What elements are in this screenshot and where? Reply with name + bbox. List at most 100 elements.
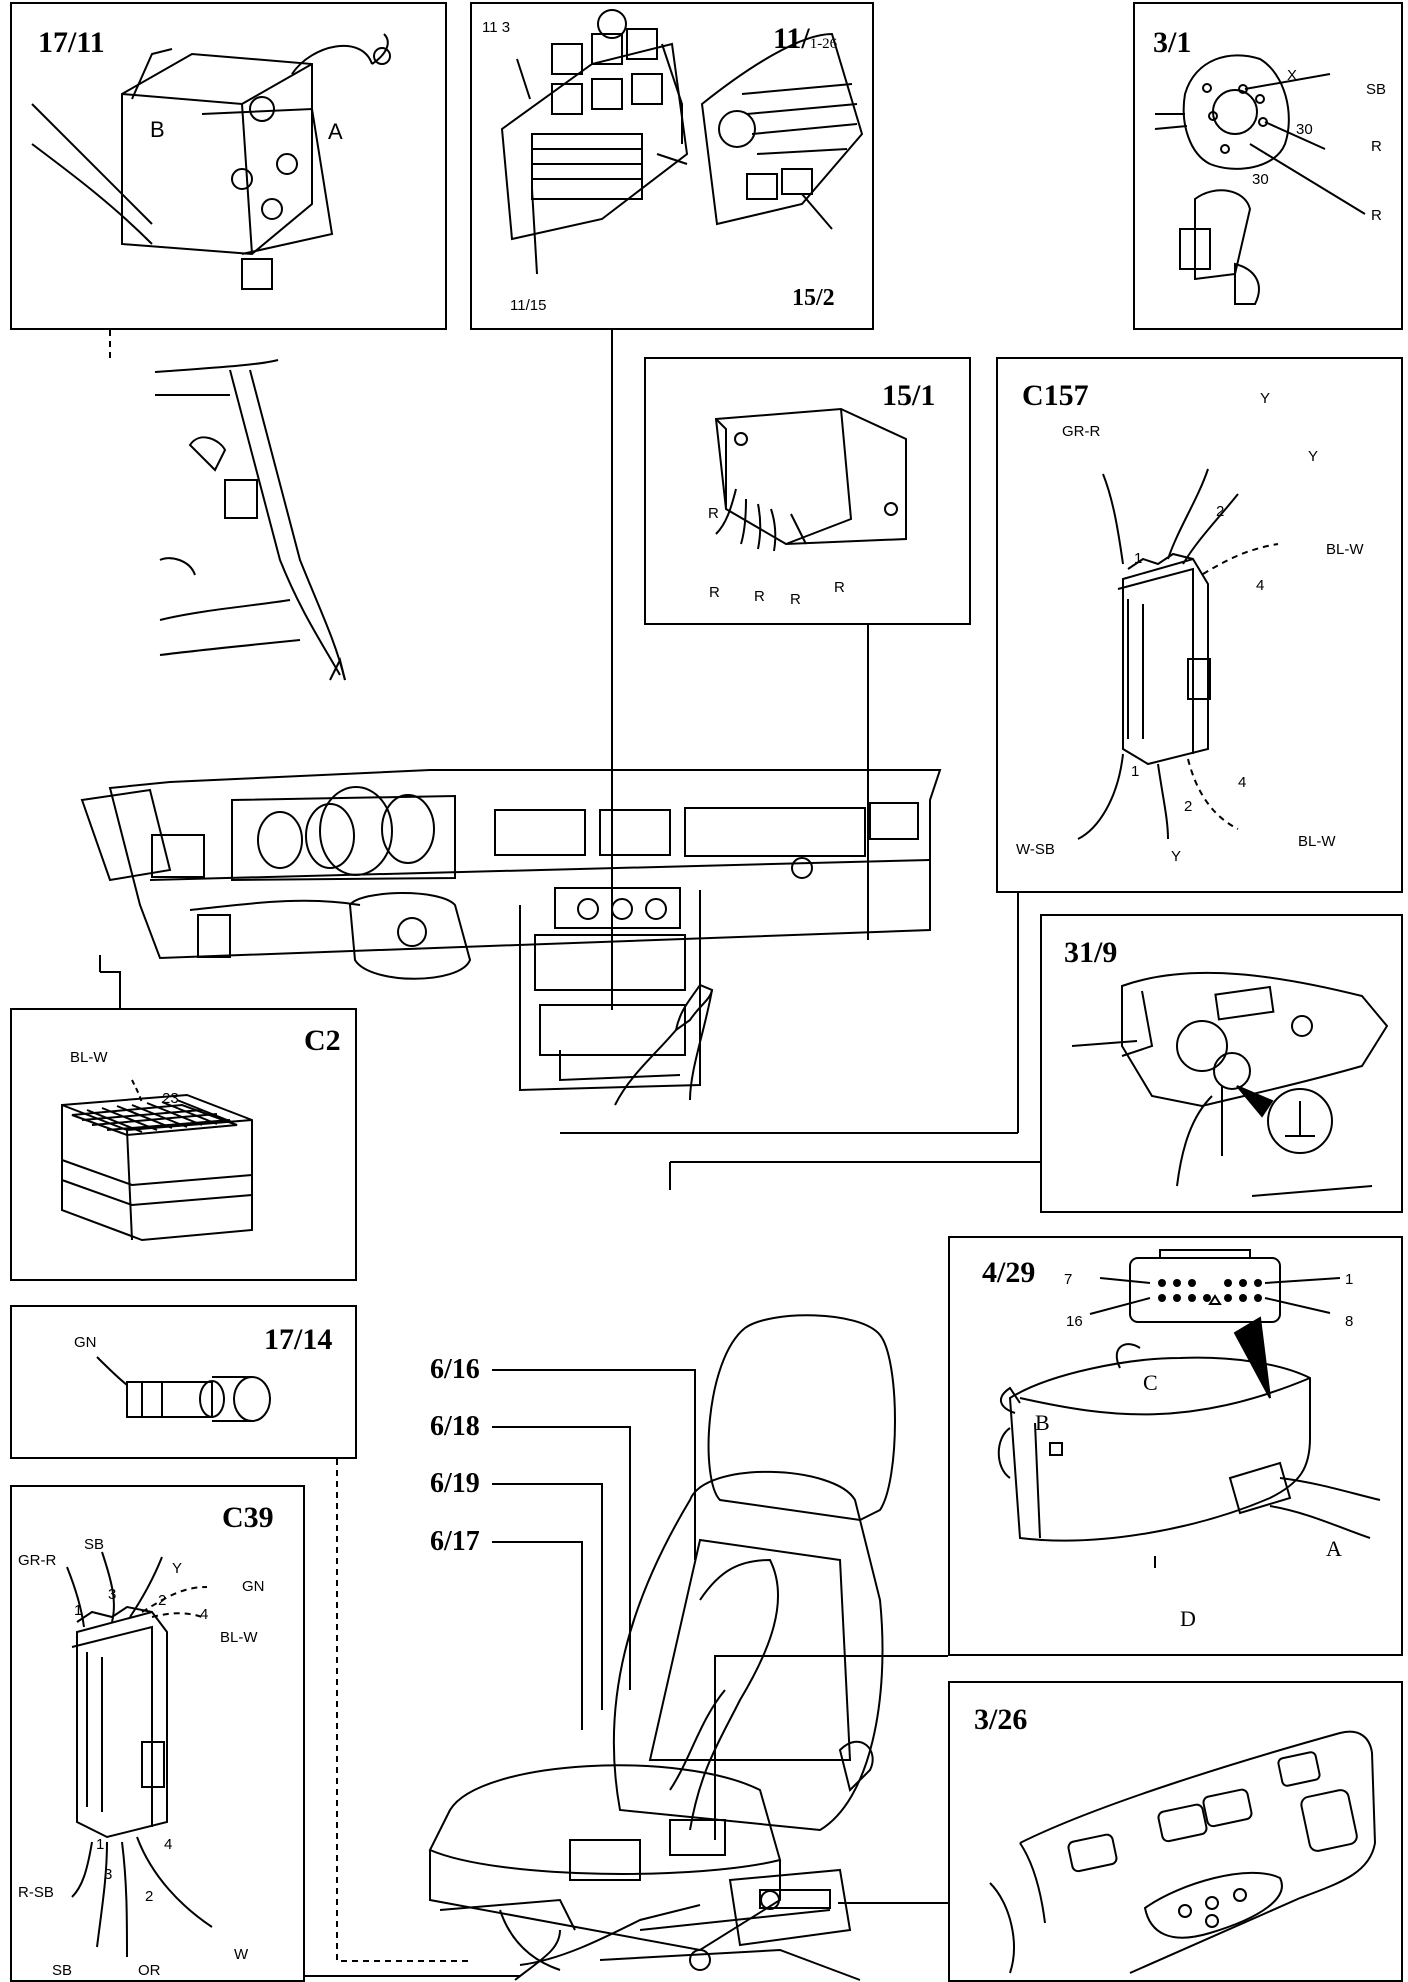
label-11-15: 11/15 (510, 297, 547, 314)
panel-c2-title: C2 (304, 1024, 341, 1057)
panel-c157: C157 GR-R Y Y 2 1 BL-W 4 1 2 4 W-SB Y BL… (996, 357, 1403, 893)
label-c39-w: W (234, 1946, 249, 1963)
leader-6-18 (492, 1426, 631, 1690)
panel-17-14-title: 17/14 (264, 1323, 333, 1356)
label-c157-bl-w-top: BL-W (1326, 541, 1364, 558)
label-c39-pin1-top: 1 (74, 1602, 83, 1619)
label-c157-pin2-bot: 2 (1184, 798, 1193, 815)
callout-6-18: 6/18 (430, 1411, 480, 1442)
label-c157-pin4-bot: 4 (1238, 774, 1247, 791)
label-c39-gr-r: GR-R (18, 1552, 57, 1569)
panel-17-11-title: 17/11 (38, 26, 105, 59)
panel-11-title-main: 11/ (773, 22, 810, 55)
label-4-29-a: A (1326, 1536, 1342, 1561)
panel-4-29-title: 4/29 (982, 1256, 1036, 1289)
label-c157-pin4-top: 4 (1256, 577, 1265, 594)
panel-11-title: 11/1-26 (773, 24, 837, 54)
panel-3-1: 3/1 X SB 30 R 30 R (1133, 2, 1403, 330)
connector-c2-drawing (61, 1079, 253, 1242)
label-15-2: 15/2 (792, 285, 835, 311)
abs-control-unit-drawing (31, 33, 391, 290)
label-3-1-r1: R (1371, 138, 1382, 155)
label-c157-pin1-bot: 1 (1131, 763, 1140, 780)
panel-c157-title: C157 (1022, 379, 1089, 412)
panel-15-1: 15/1 R R R R R (644, 357, 971, 625)
dashboard-illustration (80, 769, 942, 1106)
label-c39-pin3-top: 3 (108, 1586, 117, 1603)
leader-6-16 (492, 1369, 696, 1560)
leader-17-14 (336, 1459, 470, 1962)
label-c39-pin4-bot: 4 (164, 1836, 173, 1853)
label-c39-sb-top: SB (84, 1536, 105, 1553)
label-c157-y1: Y (1260, 390, 1271, 407)
label-4-29-c: C (1143, 1370, 1158, 1395)
leader-4-29 (714, 1655, 948, 1840)
connector-c157-drawing (1077, 468, 1279, 840)
leader-6-17 (492, 1541, 583, 1730)
label-17-11-b: B (150, 117, 165, 142)
fuse-relay-box-drawing (500, 9, 864, 275)
seat-illustration (428, 1314, 896, 1981)
label-4-29-b: B (1035, 1410, 1050, 1435)
seat-control-module-drawing (997, 1249, 1381, 1568)
ground-point-drawing (1071, 971, 1389, 1197)
panel-c39: C39 GR-R SB Y 1 3 2 GN 4 BL-W 1 4 R-SB 3… (10, 1485, 305, 1982)
label-c157-y-bot: Y (1171, 848, 1182, 865)
label-c39-r-sb: R-SB (18, 1884, 54, 1901)
label-4-29-pin1: 1 (1345, 1271, 1354, 1288)
control-module-15-1-drawing (714, 407, 907, 552)
label-c157-gr-r: GR-R (1062, 423, 1101, 440)
panel-4-29: 4/29 (948, 1236, 1403, 1656)
label-c157-bl-w-bot: BL-W (1298, 833, 1336, 850)
ignition-switch-drawing (1154, 54, 1366, 305)
label-c39-pin2-top: 2 (158, 1592, 167, 1609)
label-c39-pin4-top: 4 (200, 1606, 209, 1623)
callout-6-19: 6/19 (430, 1468, 480, 1499)
leader-c2 (100, 971, 121, 1008)
label-11-3: 11 3 (482, 19, 511, 36)
pillar-illustration (154, 359, 346, 681)
label-4-29-d: D (1180, 1606, 1196, 1631)
label-4-29-pin8: 8 (1345, 1313, 1354, 1330)
label-c157-pin1-top: 1 (1134, 550, 1143, 567)
connector-c39-drawing (66, 1551, 213, 1958)
panel-c2: C2 BL-W 23 (10, 1008, 357, 1281)
panel-3-1-title: 3/1 (1153, 26, 1192, 59)
label-c39-or: OR (138, 1962, 161, 1979)
label-c39-pin1-bot: 1 (96, 1836, 105, 1853)
callout-6-16: 6/16 (430, 1354, 480, 1385)
panel-11: 11/1-26 11 3 11/15 15/2 (470, 2, 874, 330)
label-15-1-r5: R (834, 579, 845, 596)
label-c39-sb-bot: SB (52, 1962, 73, 1979)
label-15-1-r1: R (708, 505, 719, 522)
label-17-14-gn: GN (74, 1334, 97, 1351)
label-c2-bl-w: BL-W (70, 1049, 108, 1066)
label-4-29-pin16: 16 (1066, 1313, 1083, 1330)
panel-15-1-title: 15/1 (882, 379, 936, 412)
label-3-1-x: X (1287, 67, 1298, 84)
leader-6-19 (492, 1483, 603, 1710)
label-c39-pin3-bot: 3 (104, 1866, 113, 1883)
label-4-29-pin7: 7 (1064, 1271, 1073, 1288)
label-3-1-sb: SB (1366, 81, 1387, 98)
label-c2-pin23: 23 (162, 1090, 179, 1107)
label-c157-y2: Y (1308, 448, 1319, 465)
label-c157-pin2-top: 2 (1216, 503, 1225, 520)
label-3-1-30a: 30 (1296, 121, 1313, 138)
label-c39-y: Y (172, 1560, 183, 1577)
label-3-1-30b: 30 (1252, 171, 1269, 188)
panel-31-9-title: 31/9 (1064, 936, 1118, 969)
label-c39-gn: GN (242, 1578, 265, 1595)
panel-3-26: 3/26 (948, 1681, 1403, 1982)
panel-c39-title: C39 (222, 1501, 274, 1534)
panel-17-14: 17/14 GN (10, 1305, 357, 1459)
label-c39-bl-w: BL-W (220, 1629, 258, 1646)
panel-3-26-title: 3/26 (974, 1703, 1028, 1736)
label-c39-pin2-bot: 2 (145, 1888, 154, 1905)
panel-17-11: 17/11 B A (10, 2, 447, 330)
label-c157-w-sb: W-SB (1016, 841, 1055, 858)
label-15-1-r4: R (790, 591, 801, 608)
callout-6-17: 6/17 (430, 1526, 480, 1557)
sensor-17-14-drawing (96, 1356, 271, 1422)
